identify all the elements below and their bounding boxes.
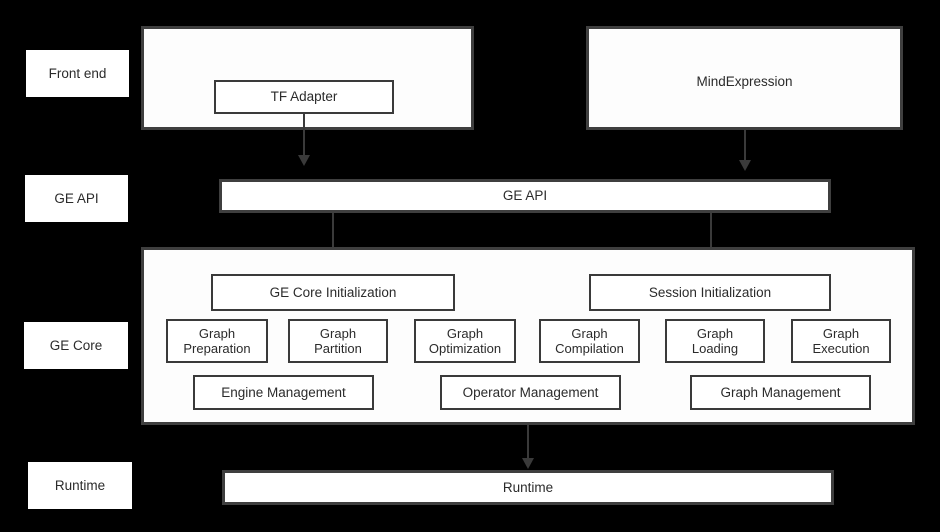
tier-label-ge-core: GE Core [24,322,128,369]
mindexpression-label: MindExpression [696,74,793,89]
graph-optimization-node[interactable]: Graph Optimization [414,319,516,363]
graph-loading-node[interactable]: Graph Loading [665,319,765,363]
engine-management-node[interactable]: Engine Management [193,375,374,410]
mindexpression-group: MindExpression [586,26,903,130]
graph-management-node[interactable]: Graph Management [690,375,871,410]
ge-api-bar[interactable]: GE API [219,179,831,213]
graph-preparation-node[interactable]: Graph Preparation [166,319,268,363]
runtime-bar[interactable]: Runtime [222,470,834,505]
ge-core-initialization-node[interactable]: GE Core Initialization [211,274,455,311]
operator-management-node[interactable]: Operator Management [440,375,621,410]
tensorflow-group: Tensorflow [141,26,474,130]
graph-partition-node[interactable]: Graph Partition [288,319,388,363]
tier-label-front-end: Front end [26,50,129,97]
session-initialization-node[interactable]: Session Initialization [589,274,831,311]
graph-execution-node[interactable]: Graph Execution [791,319,891,363]
graph-compilation-node[interactable]: Graph Compilation [539,319,640,363]
tier-label-ge-api: GE API [25,175,128,222]
tier-label-runtime: Runtime [28,462,132,509]
tf-adapter-node[interactable]: TF Adapter [214,80,394,114]
